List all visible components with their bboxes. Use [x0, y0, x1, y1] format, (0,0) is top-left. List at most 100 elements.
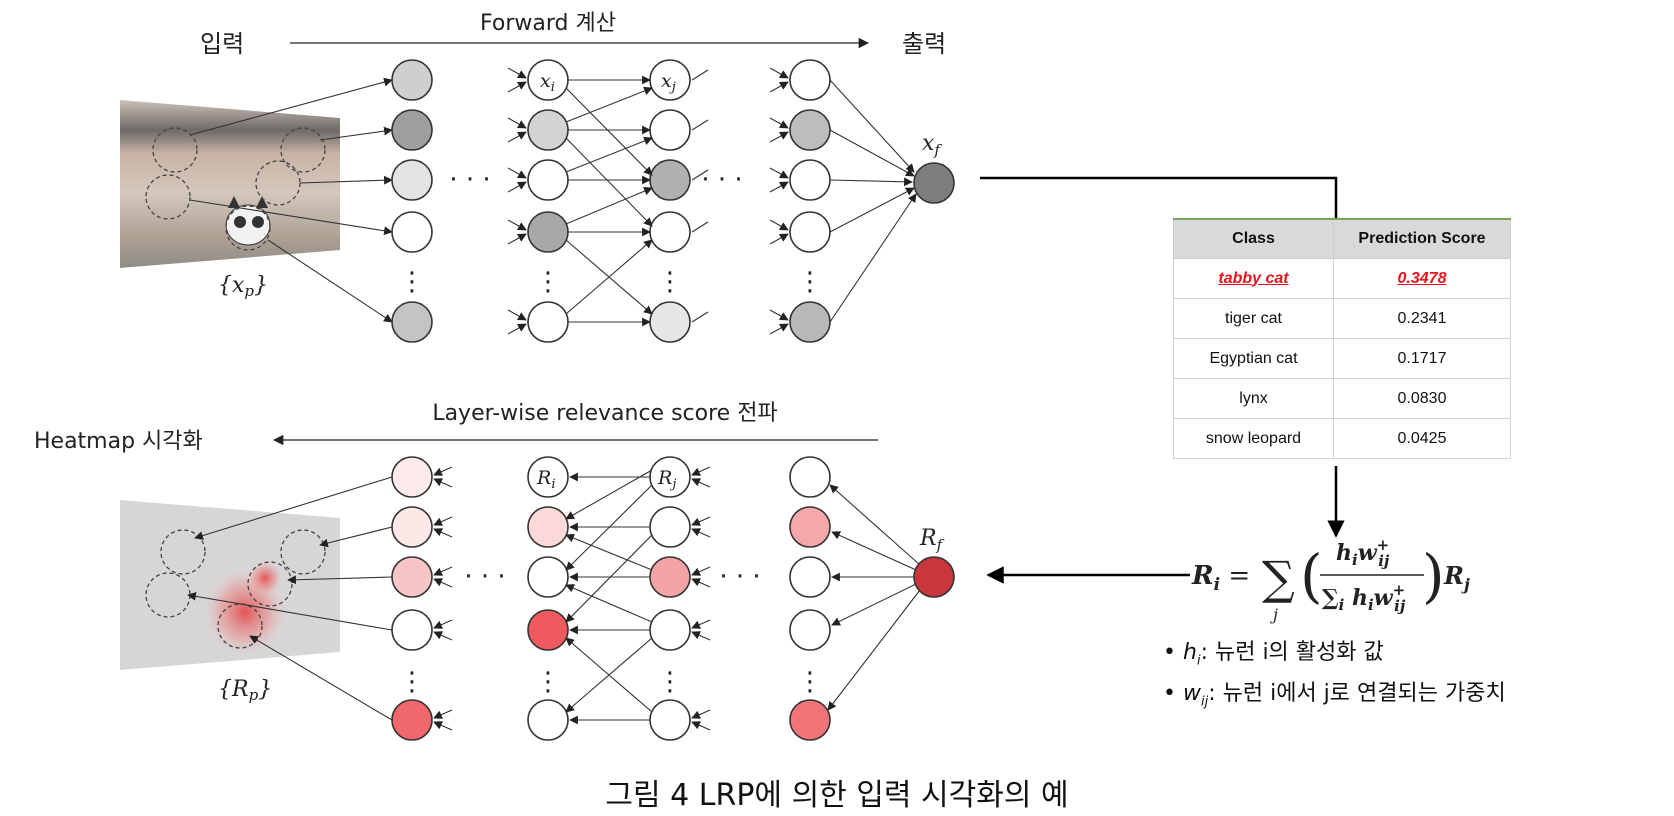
svg-text:Rj: Rj [657, 467, 676, 492]
forward-layer-j: xj ⋮ [649, 59, 691, 343]
forward-stubs [507, 67, 709, 335]
relevance-node [527, 699, 569, 741]
backward-layer-j: Rj ⋮ [649, 456, 711, 741]
forward-node [789, 211, 831, 253]
forward-title: Forward 계산 [480, 11, 616, 36]
svg-text:∑i hiw+ij: ∑i hiw+ij [1322, 581, 1406, 615]
relevance-node [391, 456, 433, 498]
relevance-node [789, 456, 831, 498]
relevance-node [649, 506, 691, 548]
forward-layer-i: xi ⋮ [527, 59, 569, 343]
forward-node [391, 59, 433, 101]
backward-layer-i: Ri ⋮ [527, 456, 569, 741]
class-cell: tiger cat [1173, 298, 1334, 339]
forward-node [391, 159, 433, 201]
figure-caption: 그림 4 LRP에 의한 입력 시각화의 예 [605, 778, 1069, 813]
forward-node [391, 109, 433, 151]
relevance-node [789, 506, 831, 548]
relevance-node-ri [527, 456, 569, 498]
forward-node [649, 211, 691, 253]
heatmap-image [120, 500, 340, 670]
svg-text:): ) [1422, 542, 1445, 610]
relevance-node [789, 609, 831, 651]
backward-edges-ji [565, 469, 653, 725]
svg-text:⋮: ⋮ [535, 667, 561, 697]
lrp-formula: Ri = ∑ j ( hiw+ij ∑i hiw+ij ) Rj [1191, 536, 1470, 624]
prediction-table: Class Prediction Score tabby cat 0.3478 … [1173, 218, 1511, 459]
forward-output-node [913, 162, 955, 204]
forward-node [649, 301, 691, 343]
backward-section: Layer-wise relevance score 전파 Heatmap 시각… [34, 401, 955, 741]
svg-text:⋮: ⋮ [657, 667, 683, 697]
relevance-node [649, 556, 691, 598]
forward-node [649, 159, 691, 201]
svg-text:(: ( [1300, 542, 1323, 610]
input-set-label: {xp} [218, 273, 268, 300]
relevance-node [789, 556, 831, 598]
score-cell: 0.3478 [1333, 258, 1511, 299]
relevance-node [649, 609, 691, 651]
table-row: lynx 0.0830 [1173, 378, 1511, 419]
svg-text:hiw+ij: hiw+ij [1336, 536, 1390, 570]
table-row: tiger cat 0.2341 [1173, 298, 1511, 339]
relevance-node [527, 609, 569, 651]
forward-edges-ij [565, 75, 653, 327]
input-cat-image [120, 100, 340, 268]
forward-node [527, 211, 569, 253]
svg-text:⋮: ⋮ [399, 267, 425, 297]
class-cell: lynx [1173, 378, 1334, 419]
header-score: Prediction Score [1333, 218, 1511, 259]
svg-text:⋮: ⋮ [399, 667, 425, 697]
svg-text:⋮: ⋮ [797, 267, 823, 297]
relevance-node [527, 556, 569, 598]
forward-ellipsis-1: · · · [449, 165, 490, 195]
table-row: Egyptian cat 0.1717 [1173, 338, 1511, 379]
relevance-set-label: {Rp} [218, 677, 272, 704]
relevance-node [391, 699, 433, 741]
score-cell: 0.0425 [1333, 418, 1511, 459]
table-row-top: tabby cat 0.3478 [1173, 258, 1511, 299]
forward-node [649, 109, 691, 151]
forward-ellipsis-2: · · · [701, 165, 742, 195]
forward-node [391, 211, 433, 253]
forward-node [789, 301, 831, 343]
variable-legend: • hi: 뉴런 i의 활성화 값 • wij: 뉴런 i에서 j로 연결되는 … [1163, 636, 1506, 719]
forward-layer-1: ⋮ [391, 59, 433, 343]
legend-item-h: • hi: 뉴런 i의 활성화 값 [1163, 640, 1384, 669]
backward-ellipsis-1: · · · [464, 562, 505, 592]
score-cell: 0.1717 [1333, 338, 1511, 379]
svg-text:∑: ∑ [1262, 551, 1295, 605]
svg-text:⋮: ⋮ [797, 667, 823, 697]
relevance-node [527, 506, 569, 548]
backward-edges-out [827, 484, 921, 711]
forward-node [789, 59, 831, 101]
output-to-table-connector [980, 176, 1338, 218]
output-label: 출력 [902, 30, 946, 58]
heatmap-label: Heatmap 시각화 [34, 429, 203, 454]
relevance-node [649, 699, 691, 741]
svg-text:Rj: Rj [1443, 561, 1470, 594]
legend-item-w: • wij: 뉴런 i에서 j로 연결되는 가중치 [1163, 681, 1506, 710]
relevance-output-node [913, 556, 955, 598]
table-row: snow leopard 0.0425 [1173, 418, 1511, 459]
backward-ellipsis-2: · · · [719, 562, 760, 592]
backward-title: Layer-wise relevance score 전파 [432, 401, 777, 426]
backward-layer-1: ⋮ [391, 456, 453, 741]
svg-text:j: j [1270, 605, 1278, 624]
relevance-node [391, 609, 433, 651]
score-cell: 0.2341 [1333, 298, 1511, 339]
svg-text:⋮: ⋮ [657, 267, 683, 297]
class-cell: Egyptian cat [1173, 338, 1334, 379]
svg-text:⋮: ⋮ [535, 267, 561, 297]
relevance-node [391, 556, 433, 598]
forward-node [391, 301, 433, 343]
class-cell: snow leopard [1173, 418, 1334, 459]
forward-output-label: xf [922, 131, 942, 159]
forward-section: Forward 계산 입력 출력 {xp} [120, 11, 955, 343]
backward-layer-last: ⋮ [789, 456, 831, 741]
score-cell: 0.0830 [1333, 378, 1511, 419]
forward-node [789, 109, 831, 151]
forward-node [527, 301, 569, 343]
forward-edges-out [829, 79, 917, 323]
